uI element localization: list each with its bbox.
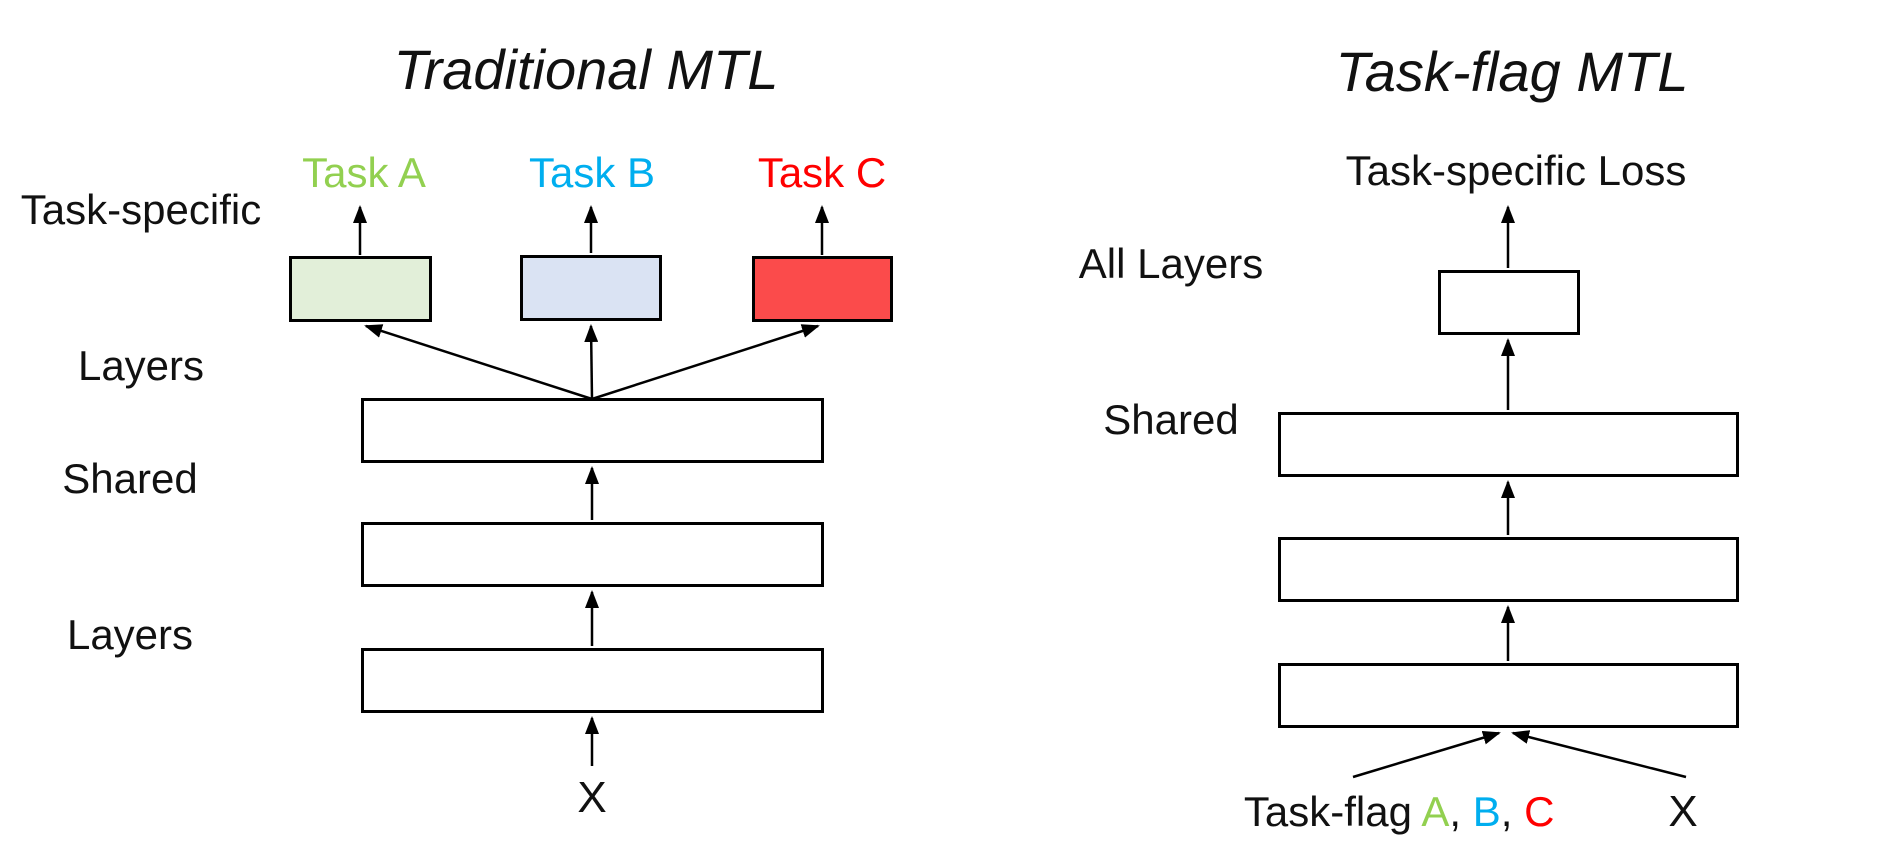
right-shared-layer-3-box xyxy=(1278,663,1739,728)
arrow-shared-to-task-a xyxy=(364,324,593,401)
arrow-shared-to-task-b xyxy=(584,324,599,400)
left-diagram-title: Traditional MTL xyxy=(393,38,779,101)
shared-layers-line1: Shared xyxy=(62,455,198,502)
right-diagram-title: Task-flag MTL xyxy=(1335,40,1689,103)
task-flag-b: B xyxy=(1472,788,1501,835)
left-shared-layer-1-box xyxy=(361,398,824,463)
task-flag-label: Task-flag A, B, C xyxy=(1198,734,1554,851)
shared-layers-label: Shared Layers xyxy=(62,349,197,765)
left-input-x-label: X xyxy=(577,773,607,822)
task-specific-layers-line1: Task-specific xyxy=(20,186,262,233)
right-head-layer-box xyxy=(1438,270,1580,335)
task-a-specific-layer-box xyxy=(289,256,432,322)
task-c-label: Task C xyxy=(757,149,887,196)
task-a-label: Task A xyxy=(302,149,426,196)
all-layers-shared-line1: All Layers xyxy=(1078,240,1264,287)
task-specific-loss-label: Task-specific Loss xyxy=(1345,147,1687,194)
task-flag-a: A xyxy=(1421,788,1450,835)
task-flag-prefix: Task-flag xyxy=(1243,788,1422,835)
task-specific-layers-label: Task-specific Layers xyxy=(21,80,261,496)
task-b-specific-layer-box xyxy=(520,255,662,321)
task-flag-sep1: , xyxy=(1449,788,1473,835)
right-input-x-label: X xyxy=(1668,787,1698,836)
left-shared-layer-2-box xyxy=(361,522,824,587)
all-layers-shared-label: All Layers Shared xyxy=(1079,134,1263,550)
all-layers-shared-line2: Shared xyxy=(1103,396,1239,443)
right-shared-layer-1-box xyxy=(1278,412,1739,477)
shared-layers-line2: Layers xyxy=(66,611,194,658)
right-shared-layer-2-box xyxy=(1278,537,1739,602)
arrow-right-x-input xyxy=(1511,730,1687,779)
task-c-specific-layer-box xyxy=(752,256,893,322)
task-flag-sep2: , xyxy=(1500,788,1525,835)
arrow-shared-to-task-c xyxy=(591,324,820,401)
task-specific-layers-line2: Layers xyxy=(77,342,205,389)
task-flag-c: C xyxy=(1524,788,1555,835)
left-shared-layer-3-box xyxy=(361,648,824,713)
task-b-label: Task B xyxy=(528,149,656,196)
arrow-task-flag-input xyxy=(1352,730,1501,779)
